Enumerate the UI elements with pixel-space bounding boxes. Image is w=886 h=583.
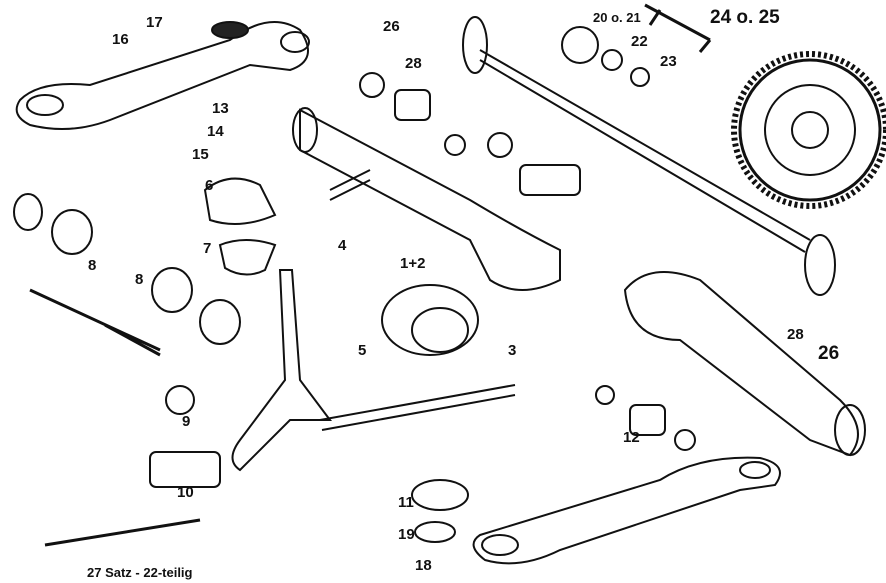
- pivot-shaft: [29, 288, 516, 547]
- part-label-26: 26: [383, 18, 400, 35]
- right-axle-tube: [623, 271, 866, 457]
- brake-drum: [731, 51, 886, 209]
- upper-control-arm: [15, 21, 310, 130]
- part-label-17: 17: [146, 14, 163, 31]
- part-label-15: 15: [192, 146, 209, 163]
- part-label-28b: 28: [787, 326, 804, 343]
- part-label-26b: 26: [818, 343, 840, 364]
- part-label-22: 22: [631, 33, 648, 50]
- part-label-24-25: 24 o. 25: [710, 7, 780, 28]
- part-label-13: 13: [212, 100, 229, 117]
- trunnion-arm: [231, 269, 332, 472]
- bracket-marker: [644, 3, 712, 53]
- part-label-18: 18: [415, 557, 432, 574]
- part-label-6: 6: [205, 177, 214, 194]
- part-label-7: 7: [203, 240, 212, 257]
- part-label-12: 12: [623, 429, 640, 446]
- part-label-20-21: 20 o. 21: [593, 10, 641, 25]
- part-label-5: 5: [358, 342, 367, 359]
- lower-control-arm: [472, 456, 781, 565]
- part-label-23: 23: [660, 53, 677, 70]
- rubber-boot: [381, 284, 479, 356]
- axle-housing: [292, 107, 561, 291]
- part-label-4: 4: [338, 237, 347, 254]
- bushings: [13, 26, 696, 543]
- part-label-28: 28: [405, 55, 422, 72]
- part-label-3: 3: [508, 342, 517, 359]
- part-label-8: 8: [88, 257, 97, 274]
- part-label-16: 16: [112, 31, 129, 48]
- half-shaft: [462, 16, 836, 296]
- part-label-10: 10: [177, 484, 194, 501]
- part-label-14: 14: [207, 123, 224, 140]
- part-label-9: 9: [182, 413, 191, 430]
- part-label-27-kit: 27 Satz - 22-teilig: [87, 565, 193, 580]
- part-label-1-2: 1+2: [400, 255, 426, 272]
- part-label-8b: 8: [135, 271, 144, 288]
- part-label-11: 11: [398, 494, 414, 511]
- part-label-19: 19: [398, 526, 415, 543]
